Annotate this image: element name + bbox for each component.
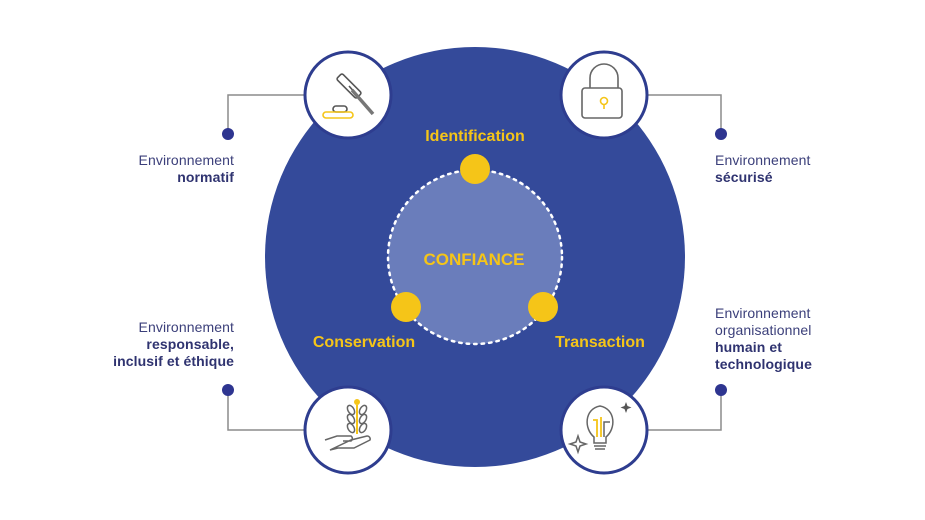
label-responsable-line1: Environnement (138, 319, 234, 335)
label-responsable-bold1: responsable, (146, 336, 234, 352)
pillar-label-transaction: Transaction (555, 334, 645, 351)
pillar-dot-identification (460, 154, 490, 184)
label-environnement-organisationnel: Environnement organisationnel humain et … (715, 305, 812, 373)
label-environnement-normatif: Environnement normatif (139, 152, 234, 186)
pillar-label-conservation: Conservation (313, 334, 415, 351)
center-label: CONFIANCE (423, 250, 524, 269)
label-organisationnel-line1: Environnement (715, 305, 811, 321)
wheat-hand-icon (324, 399, 371, 451)
label-securise-bold: sécurisé (715, 169, 773, 185)
label-environnement-securise: Environnement sécurisé (715, 152, 810, 186)
label-organisationnel-line2: organisationnel (715, 322, 812, 338)
connector-securise (645, 94, 727, 140)
connector-organisationnel (645, 384, 727, 431)
pillar-label-identification: Identification (425, 128, 525, 145)
bubble-securise (559, 50, 649, 140)
connector-normatif (222, 94, 305, 140)
label-environnement-responsable: Environnement responsable, inclusif et é… (113, 319, 234, 370)
inner-circle (386, 168, 564, 346)
label-normatif-bold: normatif (177, 169, 234, 185)
pillar-dot-conservation (391, 292, 421, 322)
label-organisationnel-bold1: humain et (715, 339, 783, 355)
bubble-normatif (303, 50, 393, 140)
lightbulb-icon (567, 402, 632, 455)
pillar-dot-transaction (528, 292, 558, 322)
gavel-icon (322, 73, 375, 119)
bubble-responsable (303, 385, 393, 475)
connector-responsable (222, 384, 305, 431)
padlock-icon (581, 63, 623, 119)
label-securise-line1: Environnement (715, 152, 811, 168)
label-normatif-line1: Environnement (138, 152, 234, 168)
bubble-organisationnel (559, 385, 649, 475)
label-responsable-bold2: inclusif et éthique (113, 353, 234, 369)
label-organisationnel-bold2: technologique (715, 356, 812, 372)
